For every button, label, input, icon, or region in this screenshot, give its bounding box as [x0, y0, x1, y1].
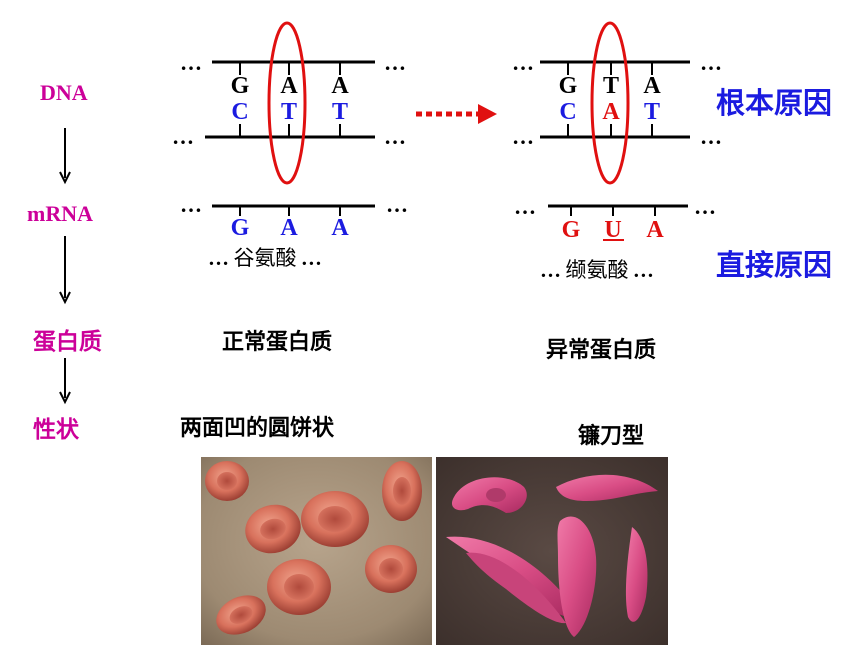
normal-protein-label: 正常蛋白质 [222, 330, 333, 355]
normal-amino-acid: … 谷氨酸 … [208, 246, 322, 270]
abnormal-mrna-base: A [646, 217, 664, 243]
abnormal-dna-strands [540, 60, 690, 139]
normal-mrna-base: G [230, 215, 250, 241]
normal-mrna-strand [212, 204, 375, 216]
abnormal-trait-label: 镰刀型 [578, 424, 645, 449]
normal-dna-bottom-base: T [280, 99, 297, 125]
abnormal-dna-bottom-base: T [643, 99, 660, 125]
abnormal-amino-acid-name: 缬氨酸 [565, 258, 629, 282]
abnormal-dna-bottom-base-mutated: A [602, 99, 620, 125]
normal-dna-top-left-ellipsis: … [180, 50, 203, 75]
normal-dna-top-base: G [230, 73, 250, 99]
normal-mrna-left-ellipsis: … [180, 192, 203, 217]
protein-label: 蛋白质 [33, 329, 102, 355]
abnormal-mrna-strand [548, 204, 688, 216]
normal-dna-top-base: A [280, 73, 298, 99]
trait-label: 性状 [33, 417, 79, 443]
abnormal-dna-top-base: A [643, 73, 661, 99]
abnormal-highlight-ellipse [590, 21, 630, 185]
normal-mrna-right-ellipsis: … [386, 192, 409, 217]
mutation-arrow [416, 104, 497, 124]
abnormal-mrna-right-ellipsis: … [694, 194, 717, 219]
normal-mrna-base: A [331, 215, 349, 241]
abnormal-dna-bottom-base: C [559, 99, 577, 125]
abnormal-protein-label: 异常蛋白质 [546, 338, 657, 363]
normal-dna-strands [205, 60, 375, 139]
normal-highlight-ellipse [267, 21, 307, 185]
sickle-cells-image [436, 457, 668, 645]
rbc-disc-cells [205, 461, 422, 635]
normal-mrna-base: A [280, 215, 298, 241]
normal-red-blood-cells-image [201, 457, 432, 645]
abnormal-dna-top-base: T [602, 73, 619, 99]
root-cause-label: 根本原因 [716, 86, 833, 120]
normal-amino-acid-name: 谷氨酸 [233, 246, 297, 270]
normal-dna-bottom-base: T [331, 99, 348, 125]
abnormal-amino-acid: … 缬氨酸 … [540, 258, 654, 282]
abnormal-dna-top-left-ellipsis: … [512, 50, 535, 75]
abnormal-mrna-left-ellipsis: … [514, 194, 537, 219]
normal-dna-top-right-ellipsis: … [384, 50, 407, 75]
abnormal-dna-top-right-ellipsis: … [700, 50, 723, 75]
mrna-label: mRNA [27, 201, 93, 226]
normal-dna-bottom-right-ellipsis: … [384, 124, 407, 149]
sickle-shaped-cells [446, 474, 658, 637]
abnormal-mrna-base: G [561, 217, 581, 243]
direct-cause-label: 直接原因 [716, 248, 833, 282]
abnormal-dna-bottom-right-ellipsis: … [700, 124, 723, 149]
normal-dna-top-base: A [331, 73, 349, 99]
abnormal-dna-bottom-left-ellipsis: … [512, 124, 535, 149]
normal-trait-label: 两面凹的圆饼状 [180, 416, 335, 441]
normal-dna-bottom-left-ellipsis: … [172, 124, 195, 149]
dna-label: DNA [40, 80, 88, 105]
normal-dna-bottom-base: C [231, 99, 249, 125]
abnormal-mrna-base-mutated: U [604, 217, 622, 243]
abnormal-dna-top-base: G [558, 73, 578, 99]
